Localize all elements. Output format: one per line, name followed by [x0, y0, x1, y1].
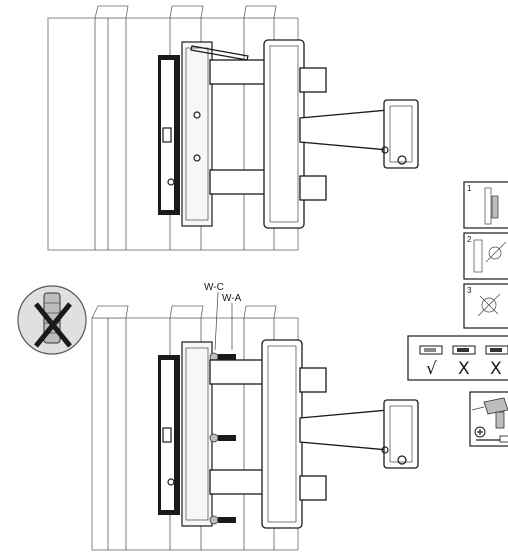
- screw-middle: [209, 433, 236, 443]
- check-symbol-3: X: [490, 359, 502, 379]
- no-anchor-icon: [17, 285, 87, 355]
- screws: [209, 352, 236, 525]
- bottom-assembly: W-C W-A: [91, 282, 419, 551]
- drill-icon: [471, 397, 508, 429]
- swing-arms-bottom: [209, 339, 419, 529]
- step-panel-1: 1: [463, 181, 508, 229]
- check-option-wrong-1: X: [452, 345, 476, 379]
- callout-wc: [214, 291, 219, 351]
- label-w-a: W-A: [222, 293, 242, 304]
- wall-plate-top: [158, 41, 213, 227]
- phillips-icon: [474, 426, 486, 438]
- check-panel: √ X X: [407, 335, 508, 381]
- swing-arms-top: [209, 39, 419, 229]
- step-number-1: 1: [467, 184, 472, 193]
- step-panel-3: 3: [463, 283, 508, 329]
- screw-bottom: [209, 515, 236, 525]
- check-option-wrong-2: X: [485, 345, 508, 379]
- wall-plate-bottom: [158, 341, 213, 527]
- drill-panel: [469, 391, 508, 447]
- step-panel-2: 2: [463, 232, 508, 280]
- step-panels: 1 2 3: [463, 181, 508, 329]
- label-w-c: W-C: [204, 282, 224, 293]
- check-symbol-2: X: [458, 359, 470, 379]
- step-number-3: 3: [467, 286, 472, 295]
- step-number-2: 2: [467, 235, 472, 244]
- check-option-correct: √: [419, 345, 443, 379]
- check-symbol-1: √: [426, 359, 437, 379]
- top-assembly: [47, 5, 419, 251]
